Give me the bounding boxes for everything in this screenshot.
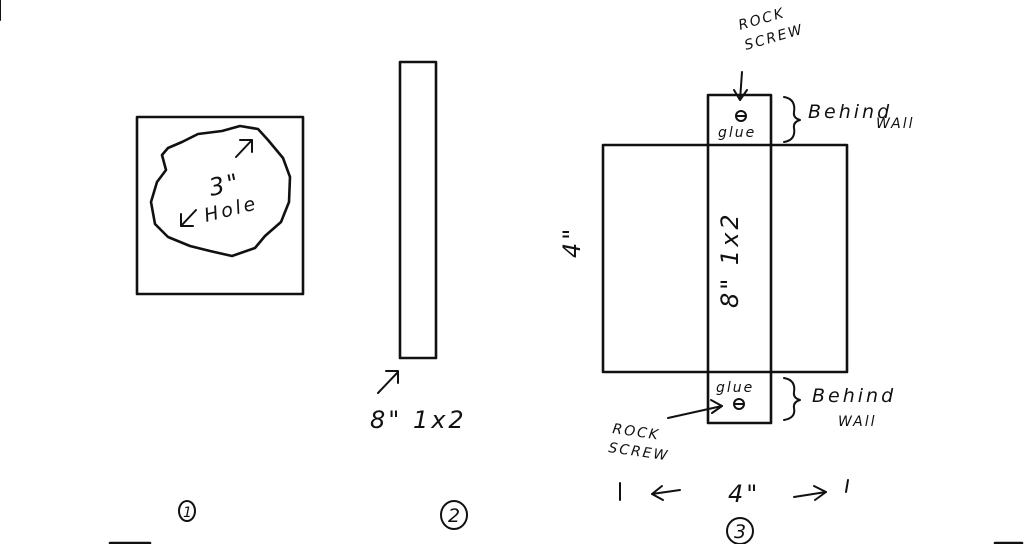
bottom-screw-arrowhead-icon — [710, 399, 723, 414]
arrowhead-lower-icon — [180, 213, 194, 227]
pointer-arrowhead-icon — [385, 370, 399, 384]
figure-number-circle-2 — [440, 500, 468, 530]
diameter-arrow-lower — [180, 209, 197, 227]
bottom-brace — [783, 377, 801, 421]
figure-3: ROCK SCREW glue Behind WAll 4" 8" 1x2 gl… — [558, 5, 915, 544]
board-1x2 — [398, 60, 438, 360]
top-glue-label: glue — [718, 125, 756, 141]
arrowhead-upper-icon — [239, 139, 253, 153]
hole-outline — [149, 124, 292, 258]
top-behind-label: Behind — [808, 101, 892, 123]
bottom-glue-label: glue — [716, 380, 754, 396]
board-label: 8" 1x2 — [370, 406, 467, 434]
top-wall-label: WAll — [876, 116, 915, 132]
width-dimension-tick-right — [845, 479, 849, 493]
width-arrow-left — [651, 489, 681, 495]
right-arrowhead-icon — [813, 485, 827, 501]
figure-number-circle-1 — [178, 500, 196, 522]
side-dimension-label: 4" — [558, 226, 586, 258]
hole-dimension-label: 3" — [206, 168, 243, 202]
bottom-screw-label-line1: ROCK — [611, 421, 660, 443]
width-arrow-right — [793, 491, 827, 498]
figure-number-circle-3 — [726, 517, 754, 544]
top-brace — [783, 96, 801, 143]
bottom-behind-label: Behind — [812, 385, 896, 407]
bottom-screw-pointer — [667, 405, 723, 419]
figure-number-1: 1 — [183, 505, 194, 521]
patch-square — [601, 143, 849, 374]
drywall-patch-square — [135, 115, 305, 296]
figure-number-3: 3 — [734, 521, 749, 543]
backing-board — [706, 93, 773, 425]
top-screw-arrowhead-icon — [733, 89, 748, 101]
width-dimension-label: 4" — [728, 480, 760, 508]
board-pointer-arrow — [377, 371, 399, 394]
assembly-board-label: 8" 1x2 — [716, 211, 744, 308]
diameter-arrow-upper — [235, 139, 253, 158]
bottom-wall-label: WAll — [838, 414, 877, 430]
figure-number-2: 2 — [448, 505, 463, 527]
figure-1: 3" Hole 1 — [135, 115, 305, 522]
figure-2: 8" 1x2 2 — [370, 60, 468, 530]
left-arrowhead-icon — [651, 485, 664, 501]
bottom-screw-label-line2: SCREW — [607, 440, 670, 464]
